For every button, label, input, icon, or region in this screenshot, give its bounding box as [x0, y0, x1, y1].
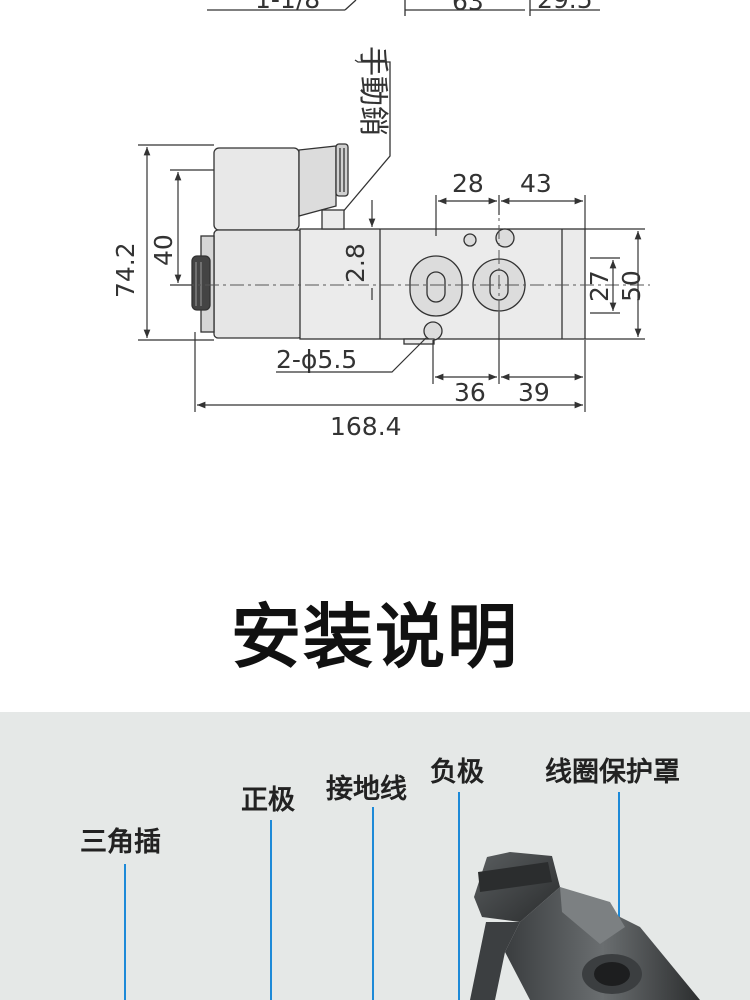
installation-photo-panel: 三角插 正极 接地线 负极 线圈保护罩 [0, 712, 750, 1000]
label-negative: 负极 [430, 757, 484, 788]
leader-triangle-plug [124, 864, 126, 1000]
leader-positive [270, 820, 272, 1000]
manual-pin-label: 手動銷 [355, 46, 390, 136]
label-ground-wire: 接地线 [326, 774, 407, 805]
dim-168-4: 168.4 [330, 412, 402, 441]
valve-body [299, 209, 586, 345]
dimension-lines [138, 144, 645, 412]
dim-50: 50 [617, 270, 646, 302]
top-dim-label-2: 63 [452, 0, 484, 16]
leader-coil-cover [618, 792, 620, 922]
section-title: 安装说明 [231, 596, 519, 678]
valve-dimension-drawing: 1-1/8 63 29.5 手動銷 [111, 0, 650, 441]
label-triangle-plug: 三角插 [80, 827, 161, 858]
dim-74-2: 74.2 [111, 242, 140, 298]
dim-39: 39 [518, 378, 550, 407]
dim-2-8: 2.8 [341, 243, 370, 283]
dim-hole: 2-ϕ5.5 [276, 345, 357, 374]
dim-36: 36 [454, 378, 486, 407]
dim-40: 40 [149, 234, 178, 266]
top-dim-label-1: 1-1/8 [255, 0, 320, 14]
solenoid-connector-photo [470, 852, 700, 1000]
dim-28: 28 [452, 169, 484, 198]
leader-negative [458, 792, 460, 1000]
label-positive: 正极 [241, 785, 295, 816]
top-partial-dimensions [207, 0, 600, 16]
leader-ground-wire [372, 807, 374, 1000]
solenoid-coil [191, 143, 349, 339]
dim-43: 43 [520, 169, 552, 198]
dim-27: 27 [585, 270, 614, 302]
top-dim-label-3: 29.5 [537, 0, 593, 14]
label-coil-cover: 线圈保护罩 [545, 757, 680, 788]
